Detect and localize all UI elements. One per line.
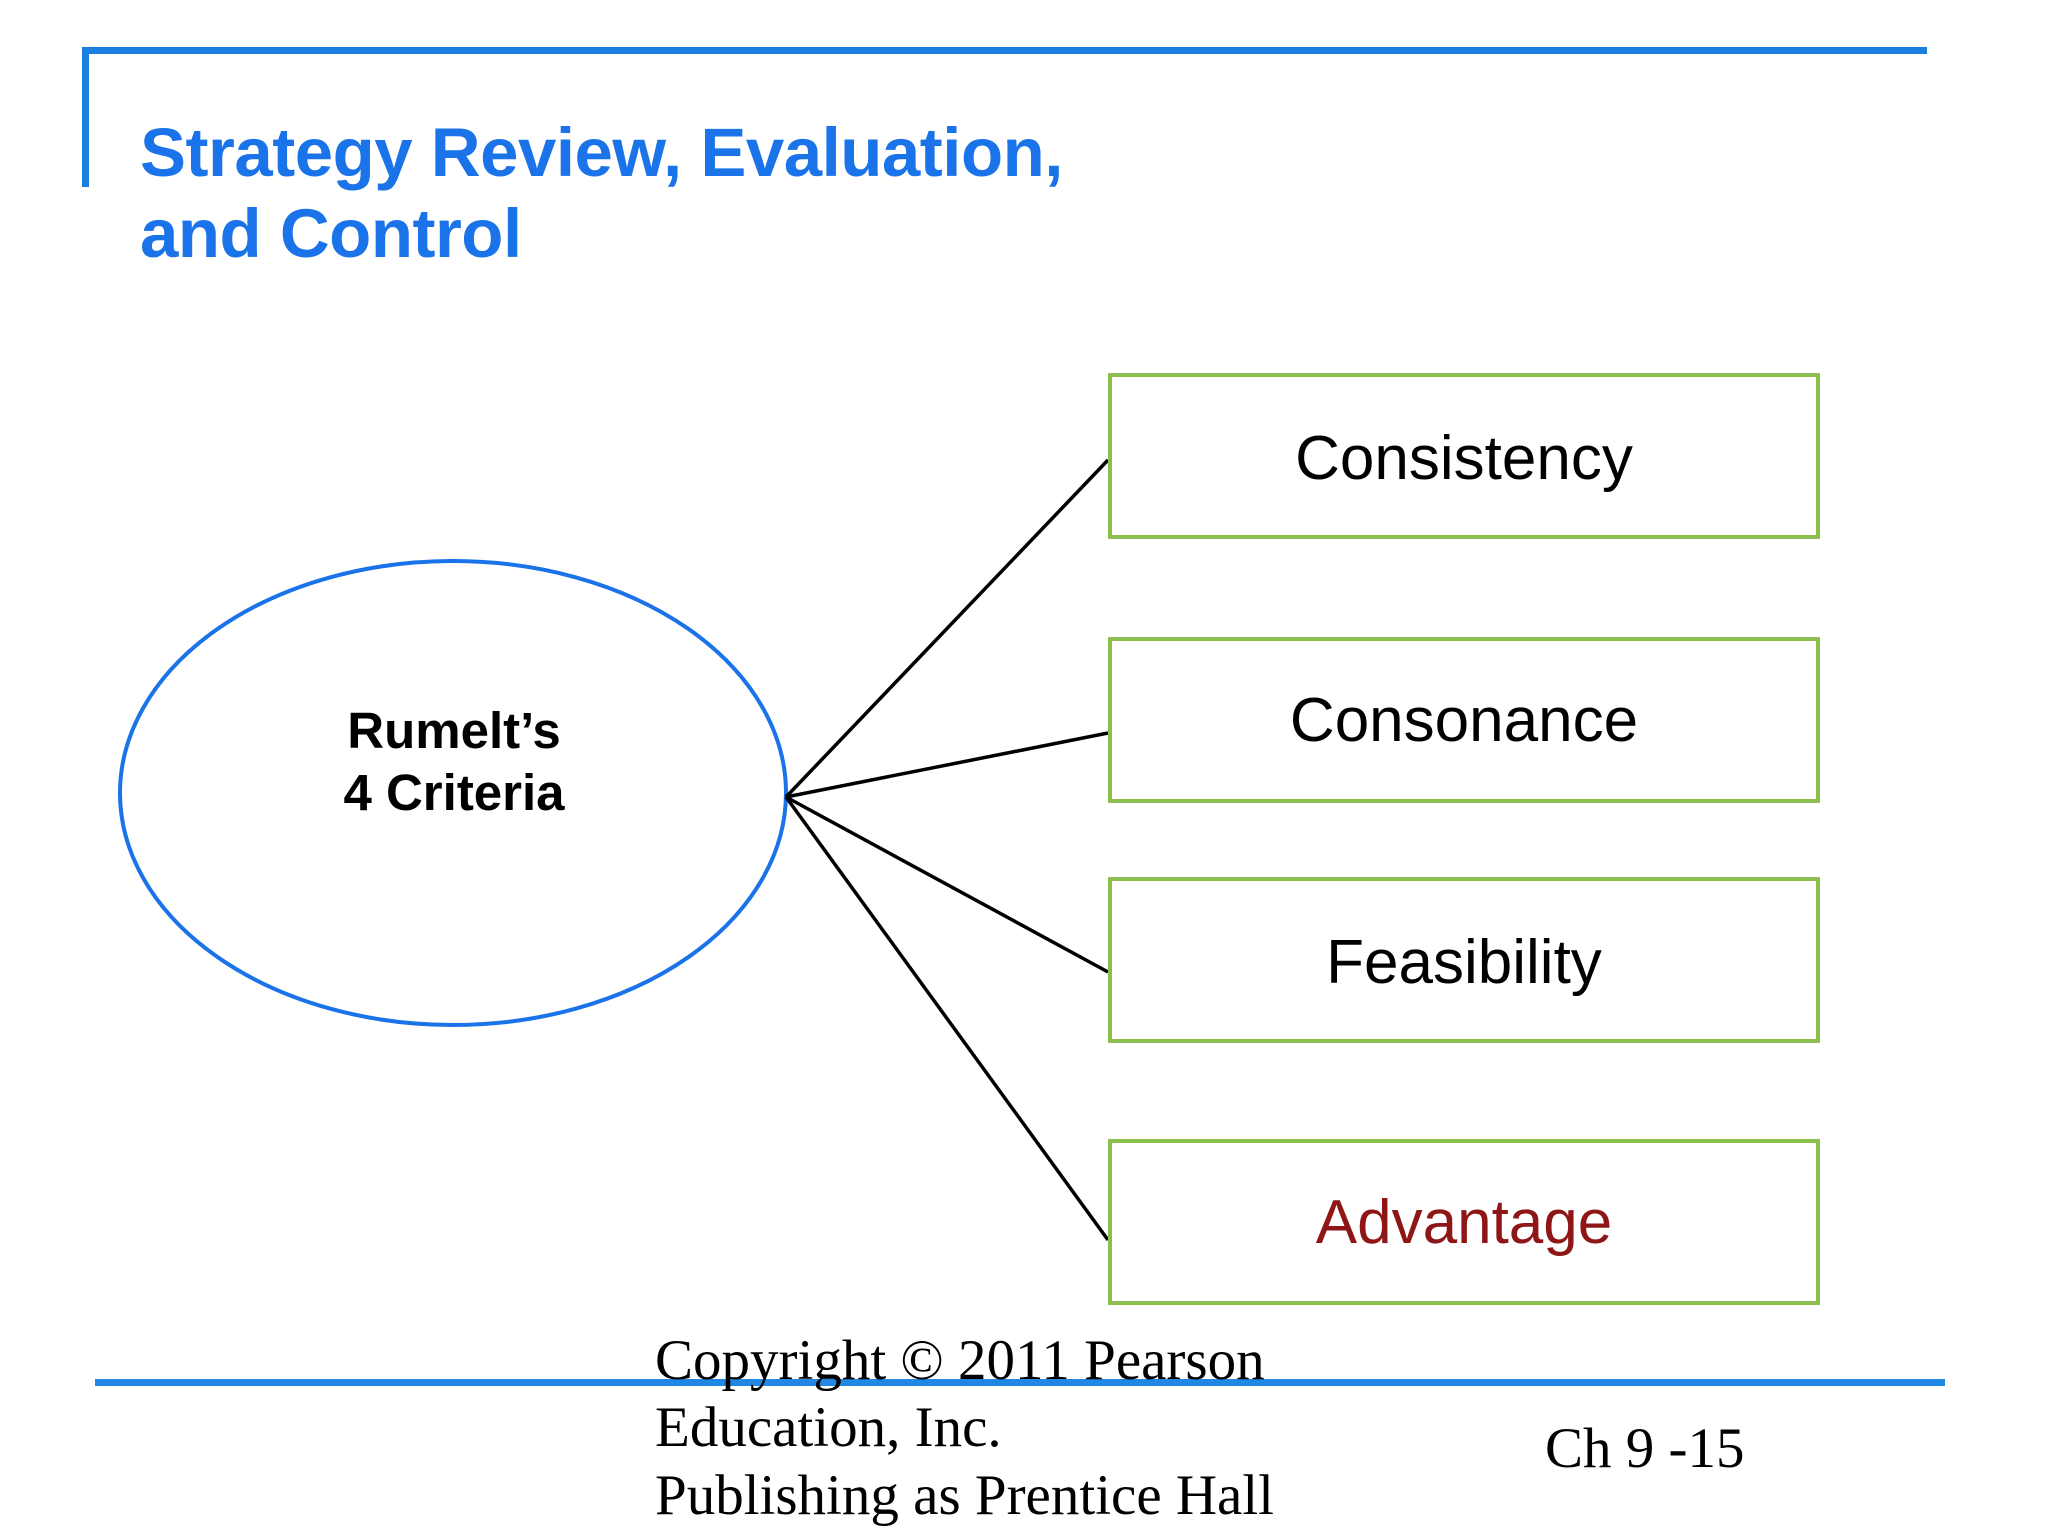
footer-chapter-number: Ch 9 -15 [1545, 1417, 1745, 1480]
connector-line-advantage [784, 795, 1110, 1242]
page-title: Strategy Review, Evaluation, and Control [140, 114, 1063, 272]
connector-line-consistency [784, 458, 1110, 799]
connector-line-feasibility [785, 795, 1109, 974]
footer-rule [95, 1379, 1945, 1386]
header-rule-vertical [82, 47, 89, 187]
criteria-box-feasibility[interactable] [1108, 877, 1820, 1043]
criteria-label-advantage: Advantage [1315, 1188, 1613, 1257]
criteria-label-consonance: Consonance [1289, 686, 1639, 755]
center-node-ellipse [118, 559, 788, 1027]
criteria-label-feasibility: Feasibility [1326, 928, 1602, 997]
footer-copyright-text: Copyright © 2011 Pearson Education, Inc.… [655, 1329, 1275, 1527]
header-rule-horizontal [82, 47, 1927, 54]
connector-line-consonance [785, 731, 1109, 799]
criteria-box-consonance[interactable] [1108, 637, 1820, 803]
criteria-label-consistency: Consistency [1295, 424, 1633, 493]
criteria-box-consistency[interactable] [1108, 373, 1820, 539]
center-node-label: Rumelt’s 4 Criteria [343, 702, 565, 822]
criteria-box-advantage[interactable] [1108, 1139, 1820, 1305]
